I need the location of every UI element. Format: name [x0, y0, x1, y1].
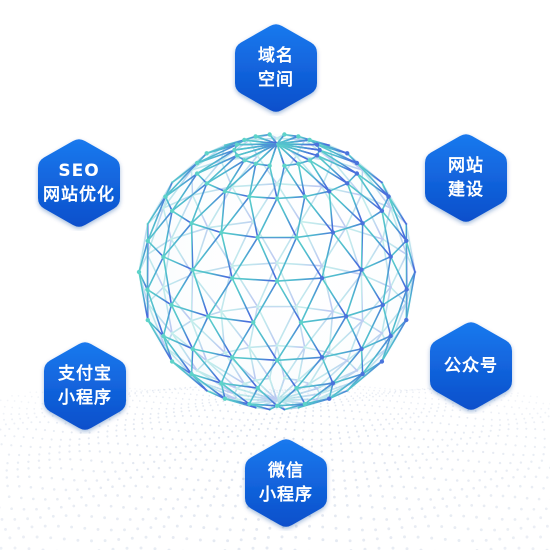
node-label-line: SEO — [58, 161, 100, 181]
node-label: 公众号 — [444, 354, 498, 378]
node-label-line: 支付宝 — [58, 364, 112, 384]
node-seo-optimization[interactable]: SEO 网站优化 — [31, 135, 127, 231]
node-label-line: 公众号 — [444, 356, 498, 376]
node-label-line: 网站 — [448, 156, 484, 176]
node-label-line: 建设 — [448, 180, 484, 200]
node-label: SEO 网站优化 — [43, 159, 115, 207]
node-label: 支付宝 小程序 — [58, 362, 112, 410]
node-label: 微信 小程序 — [259, 459, 313, 507]
node-label-line: 小程序 — [259, 485, 313, 505]
node-label-line: 微信 — [268, 461, 304, 481]
node-official-account[interactable]: 公众号 — [423, 318, 519, 414]
node-alipay-miniprogram[interactable]: 支付宝 小程序 — [37, 338, 133, 434]
node-label: 网站 建设 — [448, 154, 484, 202]
node-label-line: 小程序 — [58, 388, 112, 408]
node-label-line: 域名 — [258, 46, 294, 66]
wireframe-globe — [136, 132, 417, 411]
node-website-building[interactable]: 网站 建设 — [418, 130, 514, 226]
node-label: 域名 空间 — [258, 44, 294, 92]
node-label-line: 空间 — [258, 70, 294, 90]
node-wechat-miniprogram[interactable]: 微信 小程序 — [238, 435, 334, 531]
node-label-line: 网站优化 — [43, 185, 115, 205]
node-domain-space[interactable]: 域名 空间 — [228, 20, 324, 116]
